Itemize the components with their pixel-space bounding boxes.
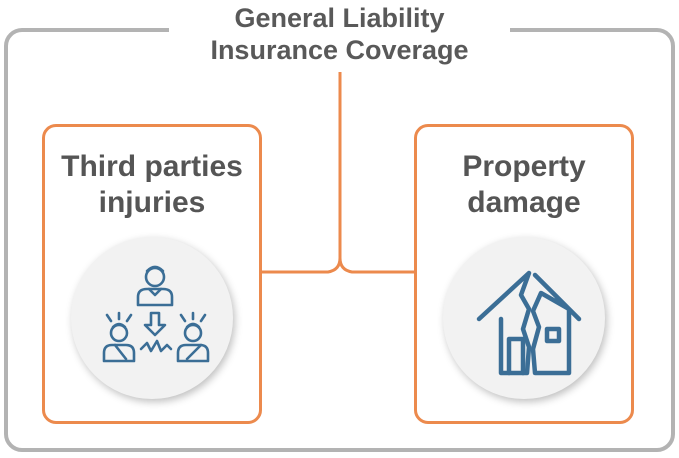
title-line-2: Insurance Coverage: [210, 35, 469, 65]
cracked-house-icon: [476, 270, 582, 376]
card-title-line-1: Property: [462, 150, 586, 183]
card-title-line-2: injuries: [98, 186, 206, 219]
diagram-title: General Liability Insurance Coverage: [169, 2, 510, 66]
injured-people-icon: [102, 265, 210, 363]
card-third-parties-injuries: Third parties injuries: [42, 124, 262, 424]
card-title: Third parties injuries: [45, 149, 259, 221]
title-line-1: General Liability: [234, 3, 445, 33]
card-title: Property damage: [417, 149, 631, 221]
card-property-damage: Property damage: [414, 124, 634, 424]
connector-right: [338, 257, 414, 274]
icon-circle: [443, 237, 605, 399]
card-title-line-2: damage: [467, 186, 581, 219]
connector-left: [262, 72, 342, 274]
card-title-line-1: Third parties: [61, 150, 243, 183]
icon-circle: [71, 237, 233, 399]
